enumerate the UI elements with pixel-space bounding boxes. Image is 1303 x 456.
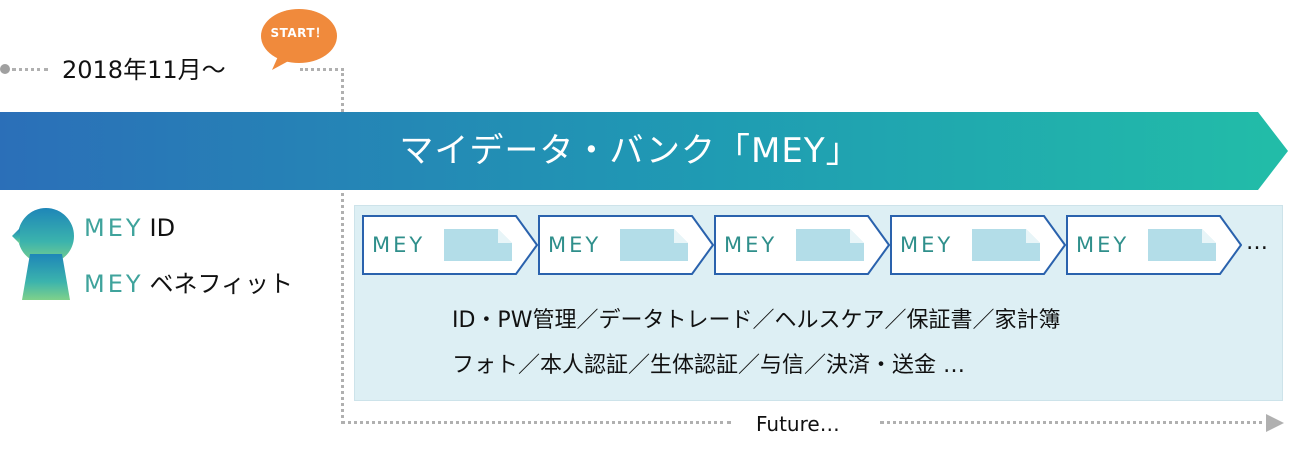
mey-mark: MEY bbox=[84, 270, 144, 298]
banner-title: マイデータ・バンク「MEY」 bbox=[399, 131, 861, 171]
service-card bbox=[890, 215, 1066, 275]
mey-mark: MEY bbox=[84, 214, 144, 242]
future-dotted-line-left bbox=[341, 421, 731, 424]
future-arrowhead-icon bbox=[1266, 414, 1284, 432]
keyhole-logo-icon bbox=[12, 208, 74, 300]
service-card bbox=[1066, 215, 1242, 275]
timeline-dotted-line bbox=[12, 68, 48, 71]
service-card bbox=[714, 215, 890, 275]
service-card bbox=[362, 215, 538, 275]
mey-id-suffix: ID bbox=[149, 214, 176, 242]
service-card-mark: MEY bbox=[1076, 233, 1130, 257]
service-card-mark: MEY bbox=[900, 233, 954, 257]
services-list-line-1: ID・PW管理／データトレード／ヘルスケア／保証書／家計簿 bbox=[452, 308, 1061, 333]
service-card-mark: MEY bbox=[548, 233, 602, 257]
timeline-connector-line bbox=[300, 68, 344, 71]
future-label: Future… bbox=[742, 410, 854, 438]
start-date-label: 2018年11月〜 bbox=[62, 56, 226, 84]
future-dotted-line-right bbox=[880, 421, 1270, 424]
service-card-mark: MEY bbox=[724, 233, 778, 257]
more-services-ellipsis: … bbox=[1246, 230, 1268, 255]
start-bubble-icon bbox=[261, 9, 337, 70]
timeline-vertical-line bbox=[341, 68, 344, 424]
service-card-mark: MEY bbox=[372, 233, 426, 257]
timeline-start-dot bbox=[0, 64, 10, 74]
start-badge-text: START！ bbox=[270, 26, 328, 40]
mey-benefit-suffix: ベネフィット bbox=[149, 270, 294, 298]
service-card bbox=[538, 215, 714, 275]
main-banner-arrow bbox=[0, 112, 1288, 190]
services-list-line-2: フォト／本人認証／生体認証／与信／決済・送金 … bbox=[452, 353, 965, 378]
